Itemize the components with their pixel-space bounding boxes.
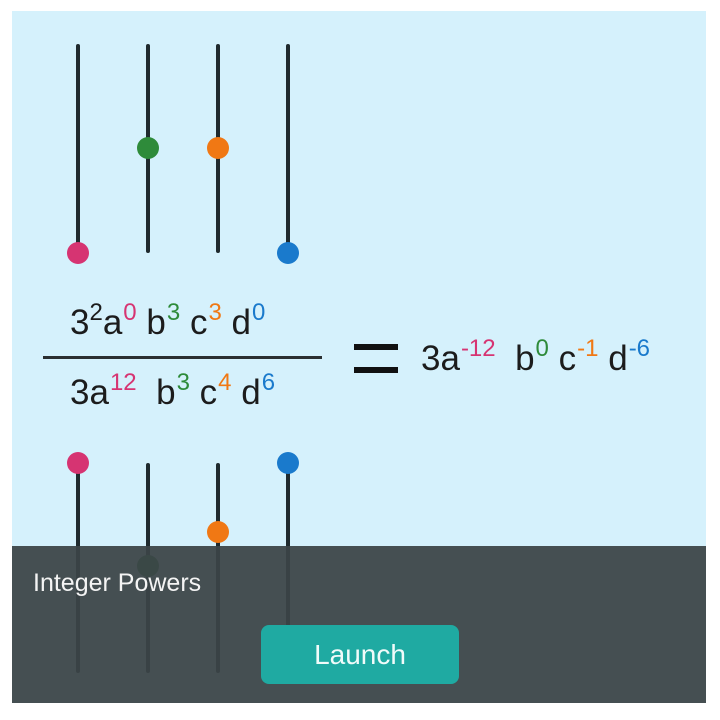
slider-knob-a-numerator[interactable] [67,242,89,264]
slider-knob-c-numerator[interactable] [207,137,229,159]
numerator-c-exp: 3 [208,299,222,326]
numerator-c: c [189,303,208,342]
denominator-b: b [156,373,176,412]
result-coef: 3 [421,339,441,378]
result-a: a [440,339,460,378]
denominator-b-exp: 3 [176,369,190,396]
numerator-a-exp: 0 [123,299,137,326]
equation-numerator: 32a0 b3 c3 d0 [70,299,265,347]
numerator-b-exp: 3 [166,299,181,326]
numerator-b: b [146,303,166,342]
equation-result: 3a-12 b0 c-1 d-6 [421,335,650,383]
denominator-c-exp: 4 [218,369,232,396]
equation-denominator: 3a12 b3 c4 d6 [70,369,275,417]
result-c: c [558,339,577,378]
slider-knob-a-denominator[interactable] [67,452,89,474]
numerator-coef-exp: 2 [89,299,103,326]
result-a-exp: -12 [460,335,496,362]
denominator-c: c [199,373,218,412]
result-c-exp: -1 [577,335,599,362]
fraction-bar [43,356,322,359]
launch-button[interactable]: Launch [261,625,459,684]
slider-knob-c-denominator[interactable] [207,521,229,543]
slider-knob-d-numerator[interactable] [277,242,299,264]
slider-track-d-numerator[interactable] [286,44,290,253]
numerator-a: a [102,303,123,342]
slider-knob-d-denominator[interactable] [277,452,299,474]
denominator-d: d [241,373,261,412]
numerator-d: d [231,303,252,342]
result-d-exp: -6 [628,335,651,362]
denominator-a: a [89,373,109,412]
card-title: Integer Powers [33,569,202,597]
slider-track-a-numerator[interactable] [76,44,80,253]
integer-powers-card[interactable]: 32a0 b3 c3 d0 3a12 b3 c4 d6 3a-12 b0 c-1… [12,11,706,703]
result-b: b [515,339,535,378]
numerator-d-exp: 0 [252,299,266,326]
denominator-d-exp: 6 [261,369,276,396]
result-d: d [608,339,628,378]
denominator-a-exp: 12 [109,369,137,396]
slider-knob-b-numerator[interactable] [137,137,159,159]
numerator-coef: 3 [70,303,90,342]
denominator-coef: 3 [70,373,90,412]
result-b-exp: 0 [535,335,549,362]
